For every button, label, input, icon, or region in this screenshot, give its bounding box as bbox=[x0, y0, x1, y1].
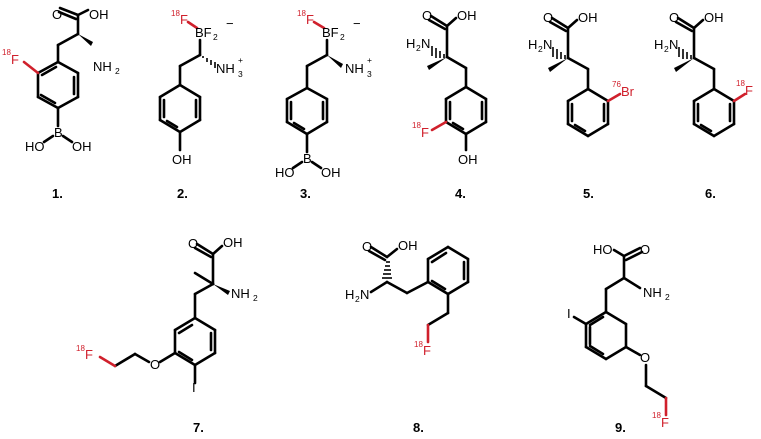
compound-7: O OH NH 2 I O 18 F 7. bbox=[76, 235, 258, 435]
compound-label-2: 2. bbox=[177, 186, 188, 201]
compound-label-7: 7. bbox=[193, 420, 204, 435]
subscript: 2 bbox=[416, 43, 421, 53]
atom-b: B bbox=[303, 151, 312, 166]
atom-o: O bbox=[188, 236, 198, 251]
charge-minus: − bbox=[353, 16, 361, 31]
subscript: 2 bbox=[665, 292, 670, 302]
isotope-18: 18 bbox=[2, 48, 11, 57]
atom-h2n: H bbox=[528, 37, 537, 52]
isotope-18: 18 bbox=[76, 344, 85, 353]
subscript: 2 bbox=[253, 293, 258, 303]
atom-f18: F bbox=[306, 12, 314, 27]
subscript: 2 bbox=[115, 66, 120, 76]
atom-o: O bbox=[543, 10, 553, 25]
isotope-18: 18 bbox=[414, 340, 423, 349]
atom-f18: F bbox=[661, 415, 669, 430]
compound-9: HO O NH 2 I O 18 F 9. bbox=[567, 242, 670, 435]
compound-3: 18 F BF 2 − NH 3 + B HO OH 3. bbox=[275, 9, 372, 201]
isotope-76: 76 bbox=[612, 80, 621, 89]
atom-i: I bbox=[192, 380, 196, 395]
isotope-18: 18 bbox=[297, 9, 306, 18]
atom-h2n: H bbox=[345, 287, 354, 302]
atom-f18: F bbox=[745, 83, 753, 98]
compound-2: 18 F BF 2 − NH 3 + OH 2. bbox=[158, 9, 243, 201]
subscript: 2 bbox=[664, 44, 669, 54]
compound-1: O OH NH 2 18 F B HO OH 1. bbox=[2, 6, 120, 201]
atom-bf: BF bbox=[195, 25, 212, 40]
atom-o-ether: O bbox=[150, 357, 160, 372]
atom-n: N bbox=[669, 37, 678, 52]
subscript: 2 bbox=[340, 32, 345, 42]
atom-f18: F bbox=[423, 343, 431, 358]
atom-h2n: H bbox=[406, 36, 415, 51]
atom-br76: Br bbox=[621, 84, 635, 99]
atom-oh: OH bbox=[321, 165, 341, 180]
atom-oh: OH bbox=[89, 7, 109, 22]
atom-oh: OH bbox=[223, 235, 243, 250]
atom-o-ether: O bbox=[640, 350, 650, 365]
atom-o: O bbox=[422, 8, 432, 23]
compound-8: O OH H 2 N 18 F 8. bbox=[345, 238, 470, 435]
atom-oh: OH bbox=[172, 152, 192, 167]
charge-plus: + bbox=[238, 55, 243, 65]
atom-oh: OH bbox=[704, 10, 724, 25]
atom-nh3: NH bbox=[216, 61, 235, 76]
compound-label-4: 4. bbox=[455, 186, 466, 201]
atom-oh: OH bbox=[457, 8, 477, 23]
atom-oh: OH bbox=[72, 139, 92, 154]
atom-bf: BF bbox=[322, 25, 339, 40]
compound-label-8: 8. bbox=[413, 420, 424, 435]
charge-plus: + bbox=[367, 55, 372, 65]
atom-oh: OH bbox=[458, 152, 478, 167]
atom-o: O bbox=[669, 10, 679, 25]
compound-label-9: 9. bbox=[615, 420, 626, 435]
atom-o: O bbox=[362, 239, 372, 254]
atom-nh2: NH bbox=[93, 59, 112, 74]
atom-f18: F bbox=[421, 125, 429, 140]
subscript: 3 bbox=[238, 69, 243, 79]
atom-ho: HO bbox=[275, 165, 295, 180]
atom-f18: F bbox=[85, 347, 93, 362]
atom-h2n: H bbox=[654, 37, 663, 52]
compound-4: O OH H 2 N 18 F OH 4. bbox=[406, 8, 488, 201]
atom-ho: HO bbox=[25, 139, 45, 154]
atom-n: N bbox=[360, 287, 369, 302]
atom-n: N bbox=[543, 37, 552, 52]
subscript: 2 bbox=[213, 32, 218, 42]
atom-oh: OH bbox=[578, 10, 598, 25]
atom-b: B bbox=[54, 125, 63, 140]
atom-oh: OH bbox=[398, 238, 418, 253]
charge-minus: − bbox=[226, 16, 234, 31]
compound-label-3: 3. bbox=[300, 186, 311, 201]
isotope-18: 18 bbox=[652, 411, 661, 420]
isotope-18: 18 bbox=[171, 9, 180, 18]
atom-nh2: NH bbox=[643, 285, 662, 300]
compound-label-1: 1. bbox=[52, 186, 63, 201]
isotope-18: 18 bbox=[736, 79, 745, 88]
subscript: 3 bbox=[367, 69, 372, 79]
atom-f18: F bbox=[11, 52, 19, 67]
compound-label-5: 5. bbox=[583, 186, 594, 201]
subscript: 2 bbox=[538, 44, 543, 54]
compound-label-6: 6. bbox=[705, 186, 716, 201]
atom-n: N bbox=[421, 36, 430, 51]
atom-i: I bbox=[567, 306, 571, 321]
atom-o: O bbox=[640, 242, 650, 257]
atom-o: O bbox=[52, 7, 62, 22]
atom-nh2: NH bbox=[231, 286, 250, 301]
compound-5: O OH H 2 N 76 Br 5. bbox=[528, 10, 635, 201]
compound-6: O OH H 2 N 18 F 6. bbox=[654, 10, 753, 201]
subscript: 2 bbox=[355, 294, 360, 304]
atom-nh3: NH bbox=[345, 61, 364, 76]
atom-ho: HO bbox=[593, 242, 613, 257]
atom-f18: F bbox=[180, 12, 188, 27]
isotope-18: 18 bbox=[412, 121, 421, 130]
